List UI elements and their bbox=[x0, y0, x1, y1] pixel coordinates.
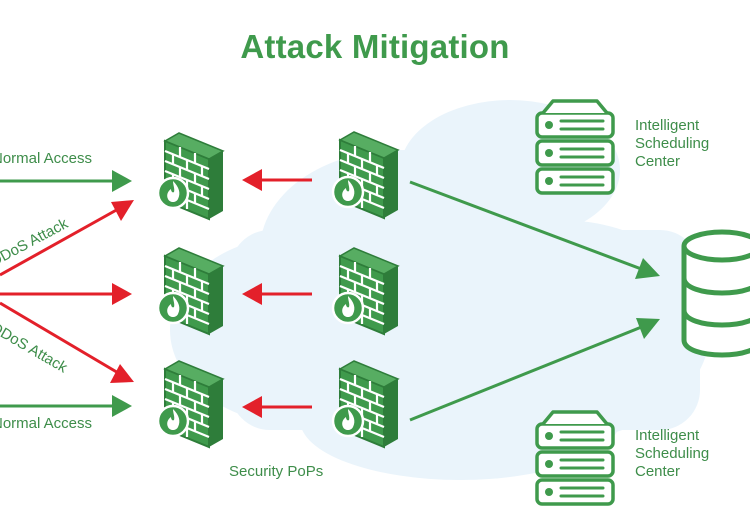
blocked-arrow bbox=[242, 396, 312, 418]
ddos-attack-top-arrow bbox=[0, 200, 134, 277]
ddos-attack-bottom-arrow bbox=[0, 301, 134, 383]
normal-access-top-label: Normal Access bbox=[0, 150, 93, 167]
security-pops-label: Security PoPs bbox=[229, 463, 324, 480]
ddos-attack-middle-arrow bbox=[0, 283, 132, 305]
diagram-title: Attack Mitigation bbox=[240, 28, 510, 65]
firewall-icon bbox=[331, 130, 400, 220]
isc-bottom-line-3: Center bbox=[635, 463, 681, 480]
blocked-arrow bbox=[242, 169, 312, 191]
isc-bottom-line-2: Scheduling bbox=[635, 445, 710, 462]
forward-arrow-top bbox=[409, 180, 660, 279]
isc-top-line-3: Center bbox=[635, 153, 681, 170]
normal-access-bottom-label: Normal Access bbox=[0, 415, 93, 432]
isc-bottom-label: Intelligent Scheduling Center bbox=[635, 427, 709, 481]
server-icon bbox=[535, 410, 615, 506]
blocked-arrow bbox=[242, 283, 312, 305]
normal-access-bottom-arrow bbox=[0, 395, 132, 417]
isc-top-line-1: Intelligent bbox=[635, 117, 700, 134]
database-icon bbox=[681, 229, 750, 358]
isc-bottom-line-1: Intelligent bbox=[635, 427, 700, 444]
isc-top-label: Intelligent Scheduling Center bbox=[635, 117, 709, 171]
firewall-icon bbox=[156, 131, 225, 221]
normal-access-top-arrow bbox=[0, 170, 132, 192]
isc-top-line-2: Scheduling bbox=[635, 135, 710, 152]
forward-arrow-bottom bbox=[409, 318, 660, 422]
server-icon bbox=[535, 99, 615, 195]
